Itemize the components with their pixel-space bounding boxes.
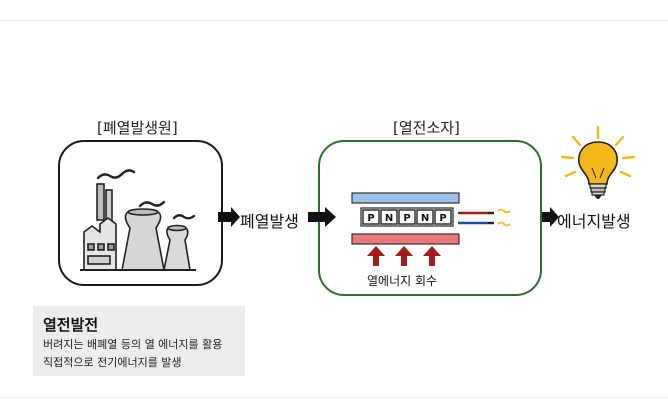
- note-box: 열전발전 버려지는 배폐열 등의 열 에너지를 활용 직접적으로 전기에너지를 …: [33, 306, 245, 376]
- hot-plate: [351, 233, 460, 245]
- arrow-1: [218, 207, 240, 227]
- spark: [497, 221, 511, 227]
- pn-cell-label: P: [439, 213, 446, 224]
- factory-icon: [80, 169, 196, 271]
- recovery-label: 열에너지 회수: [367, 274, 438, 288]
- pn-cell-label: P: [367, 213, 374, 224]
- spark: [497, 208, 511, 214]
- arrow-3: [542, 207, 559, 227]
- pn-cell-label: N: [385, 213, 393, 224]
- pn-cell: [416, 209, 434, 225]
- heat-arrows: [367, 246, 441, 266]
- lightbulb-icon: [560, 125, 636, 199]
- pn-cell: [434, 209, 452, 225]
- source-label: [폐열발생원]: [97, 119, 178, 137]
- note-line-1: 버려지는 배폐열 등의 열 에너지를 활용: [43, 338, 223, 351]
- pn-cell-label: N: [421, 213, 429, 224]
- pn-cell: [380, 209, 398, 225]
- note-line-2: 직접적으로 전기에너지를 발생: [43, 356, 182, 369]
- energy-out-label: 에너지발생: [557, 212, 631, 231]
- pn-frame: [360, 207, 454, 227]
- pn-cell-label: P: [403, 213, 410, 224]
- element-label: [열전소자]: [393, 119, 460, 137]
- note-title: 열전발전: [43, 316, 99, 334]
- pn-cell: [398, 209, 416, 225]
- waste-heat-label: 폐열발생: [240, 212, 299, 231]
- pn-cell: [362, 209, 380, 225]
- arrow-2: [308, 207, 336, 227]
- cold-plate: [351, 192, 460, 204]
